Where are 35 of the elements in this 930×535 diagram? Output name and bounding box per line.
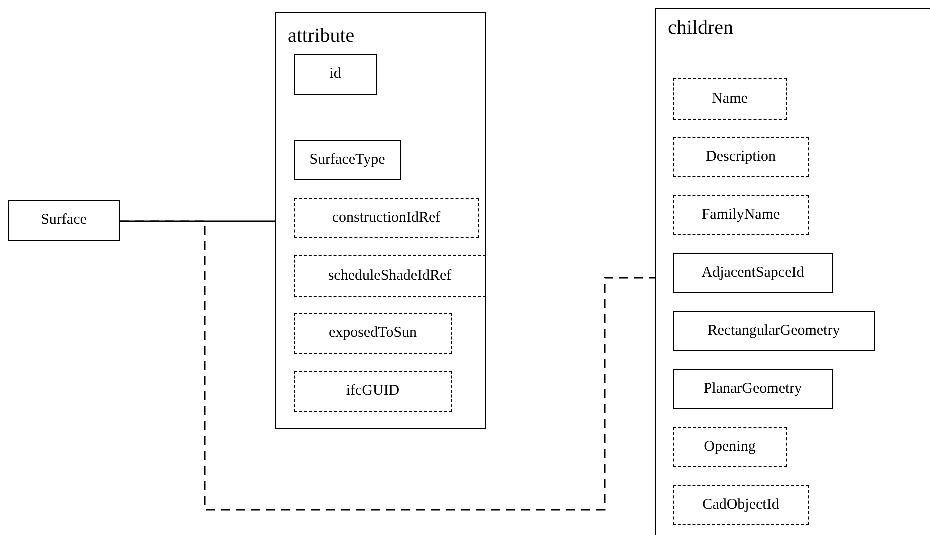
element-label: RectangularGeometry — [708, 322, 840, 340]
element-box — [294, 371, 452, 412]
element-label: id — [330, 66, 342, 83]
element-label: SurfaceType — [310, 152, 386, 168]
element-label: Description — [706, 148, 776, 166]
element-box — [673, 369, 833, 409]
element-label: Name — [712, 90, 748, 108]
connector-line — [120, 220, 655, 511]
element-label: AdjacentSapceId — [702, 264, 804, 282]
group-box — [655, 8, 930, 535]
element-box — [673, 195, 809, 235]
group-title: attribute — [288, 25, 355, 48]
element-box — [673, 137, 809, 177]
group-box — [275, 12, 486, 429]
element-box — [294, 54, 377, 95]
element-box — [673, 253, 833, 293]
element-label: Opening — [704, 438, 756, 456]
element-box — [294, 313, 452, 354]
element-label: CadObjectId — [702, 496, 780, 514]
element-box — [673, 427, 787, 467]
element-label: Surface — [41, 212, 87, 229]
element-box — [673, 311, 875, 351]
element-label: FamilyName — [702, 206, 780, 224]
element-box — [673, 78, 787, 120]
element-label: constructionIdRef — [332, 210, 441, 226]
group-title: children — [668, 17, 734, 40]
element-box — [294, 140, 401, 180]
element-box — [673, 485, 809, 525]
element-label: exposedToSun — [328, 325, 418, 342]
element-box — [8, 200, 120, 241]
element-label: ifcGUID — [346, 383, 400, 400]
element-box — [294, 255, 486, 297]
element-label: PlanarGeometry — [704, 380, 802, 398]
element-box — [294, 198, 479, 238]
element-label: scheduleShadeIdRef — [328, 268, 452, 284]
